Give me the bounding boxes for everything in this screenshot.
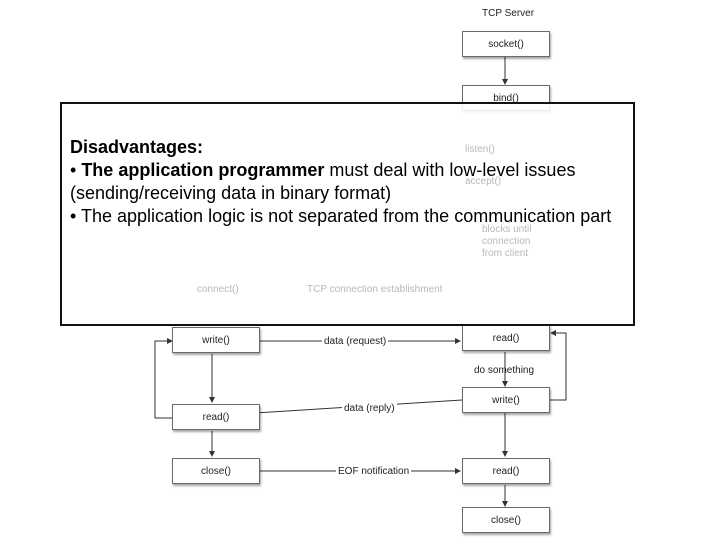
client-close-box: close() xyxy=(172,458,260,484)
server-close-box: close() xyxy=(462,507,550,533)
bullet-1-rest: must deal with low-level issues (sending… xyxy=(70,160,576,203)
do-something-label: do something xyxy=(474,365,535,376)
blocks-until-faded: blocks until xyxy=(482,224,532,235)
server-socket-box: socket() xyxy=(462,31,550,57)
conn-establishment-faded: TCP connection establishment xyxy=(307,284,443,295)
data-request-label: data (request) xyxy=(322,336,389,347)
server-accept-faded: accept() xyxy=(465,176,502,187)
server-write-box: write() xyxy=(462,387,550,413)
bullet-1: • The application programmer must deal w… xyxy=(70,160,576,203)
server-listen-faded: listen() xyxy=(465,144,496,155)
eof-notification-label: EOF notification xyxy=(336,466,412,477)
client-read-box: read() xyxy=(172,404,260,430)
client-write-box: write() xyxy=(172,327,260,353)
from-client-faded: from client xyxy=(482,248,529,259)
disadvantages-title: Disadvantages: xyxy=(70,137,204,157)
bullet-2: • The application logic is not separated… xyxy=(70,206,612,226)
server-read2-box: read() xyxy=(462,458,550,484)
client-connect-faded: connect() xyxy=(197,284,239,295)
data-reply-label: data (reply) xyxy=(342,403,397,414)
bullet-2-text: The application logic is not separated f… xyxy=(80,206,612,226)
bullet-1-bold: The application programmer xyxy=(81,160,325,180)
connection-faded: connection xyxy=(482,236,531,247)
disadvantages-text: Disadvantages: • The application program… xyxy=(70,136,630,228)
server-title: TCP Server xyxy=(482,8,535,19)
server-read-box: read() xyxy=(462,325,550,351)
disadvantages-overlay: listen() accept() blocks until connectio… xyxy=(60,102,635,326)
